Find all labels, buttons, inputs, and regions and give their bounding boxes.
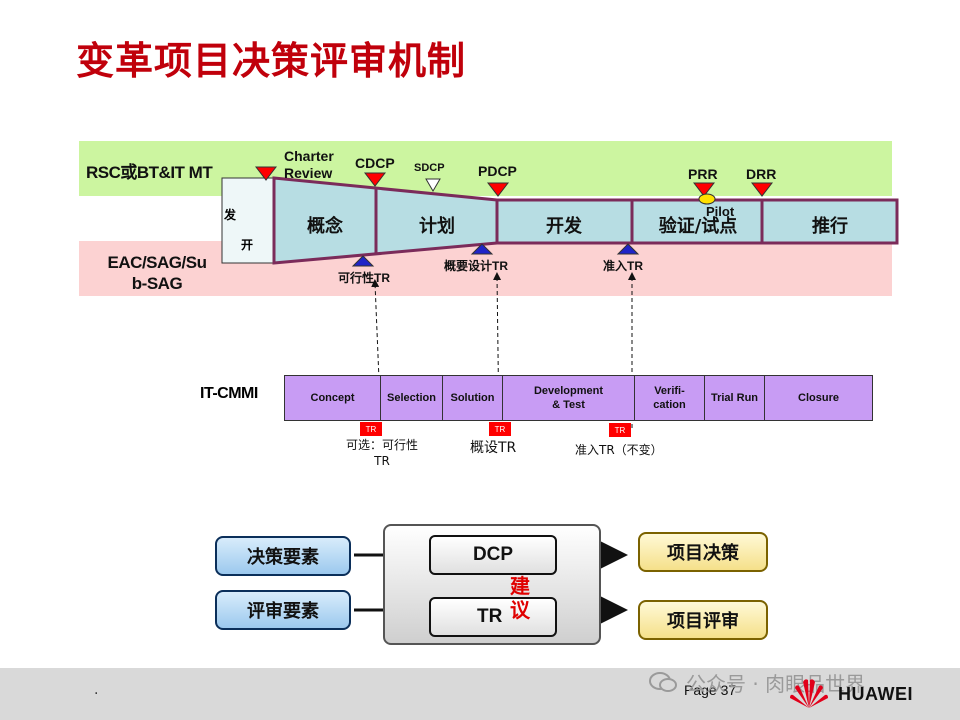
wechat-icon <box>649 672 677 692</box>
watermark-text: 公众号 · 肉眼品世界 <box>686 672 866 696</box>
suggestion-label: 建 议 <box>510 574 530 622</box>
phase-rect <box>495 198 899 245</box>
feasibility-tr-label: 可行性TR <box>338 271 390 285</box>
pdcp-marker-icon <box>486 182 510 197</box>
phase-concept: 概念 <box>307 216 343 237</box>
admission-tr-note: 准入TR（不变） <box>575 443 663 457</box>
charter-review-label: Charter Review <box>284 148 334 182</box>
cmmi-verification: Verifi- cation <box>635 376 705 420</box>
cdcp-label: CDCP <box>355 155 395 171</box>
phase-rollout: 推行 <box>812 216 848 237</box>
pilot-marker-icon <box>698 193 716 205</box>
sdcp-label: SDCP <box>414 162 445 174</box>
footer-dot: . <box>94 682 99 698</box>
suggestion-label-1: 建 <box>510 574 530 598</box>
start-label-2: 开 <box>241 238 254 252</box>
dcp-box: DCP <box>429 535 557 575</box>
charter-marker-icon <box>254 166 278 181</box>
tr-box: TR <box>429 597 557 637</box>
project-decision-box: 项目决策 <box>638 532 768 572</box>
bottom-band-label-line2: b-SAG <box>131 274 183 293</box>
phase-develop: 开发 <box>546 216 582 237</box>
optional-tr-note: 可选：可行性 TR <box>332 437 432 469</box>
optional-tr-note-line1: 可选：可行性 <box>345 438 418 452</box>
cmmi-closure: Closure <box>798 392 839 404</box>
cmmi-label: IT-CMMI <box>200 385 258 402</box>
review-factors-box: 评审要素 <box>215 590 351 630</box>
huawei-brand-text: HUAWEI <box>838 684 913 704</box>
cmmi-development-test: Development & Test <box>503 376 635 420</box>
bottom-band-label-line1: EAC/SAG/Su <box>107 253 207 272</box>
charter-label-line1: Charter <box>284 148 334 164</box>
drr-marker-icon <box>750 182 774 197</box>
prr-marker-icon <box>692 182 716 197</box>
design-tr-marker-icon <box>470 243 494 255</box>
page-title: 变革项目决策评审机制 <box>76 39 467 83</box>
cmmi-concept: Concept <box>285 376 381 420</box>
admission-tr-label: 准入TR <box>603 259 643 273</box>
cmmi-tr-badge: TR <box>609 423 631 437</box>
cmmi-phase-bar: Concept Selection Solution Development &… <box>284 375 873 421</box>
cmmi-selection: Selection <box>381 376 443 420</box>
pdcp-label: PDCP <box>478 163 517 179</box>
huawei-logo-icon <box>790 679 828 708</box>
bottom-band-label: EAC/SAG/Su b-SAG <box>92 252 222 294</box>
page-number: Page 37 <box>684 682 737 698</box>
design-tr-note: 概设TR <box>470 440 517 456</box>
phase-plan: 计划 <box>419 216 455 237</box>
top-band-label: RSC或BT&IT MT <box>86 163 213 182</box>
feasibility-tr-marker-icon <box>351 255 375 267</box>
charter-label-line2: Review <box>284 165 333 181</box>
phase-verify: 验证/试点 <box>658 216 738 237</box>
suggestion-label-2: 议 <box>510 598 530 622</box>
admission-tr-marker-icon <box>616 243 640 255</box>
optional-tr-note-line2: TR <box>374 454 390 468</box>
pilot-label: Pilot <box>706 204 735 219</box>
cmmi-solution: Solution <box>443 376 503 420</box>
design-mapping-arrow <box>493 272 502 429</box>
cmmi-tr-badge: TR <box>360 422 382 436</box>
start-label-1: 发 <box>224 208 237 222</box>
decision-factors-box: 决策要素 <box>215 536 351 576</box>
sdcp-marker-icon <box>425 178 441 192</box>
cmmi-trial-run: Trial Run <box>705 376 765 420</box>
prr-label: PRR <box>688 166 718 182</box>
drr-label: DRR <box>746 166 777 182</box>
design-tr-label: 概要设计TR <box>444 259 508 273</box>
cmmi-tr-badge: TR <box>489 422 511 436</box>
project-review-box: 项目评审 <box>638 600 768 640</box>
cdcp-marker-icon <box>363 172 387 187</box>
